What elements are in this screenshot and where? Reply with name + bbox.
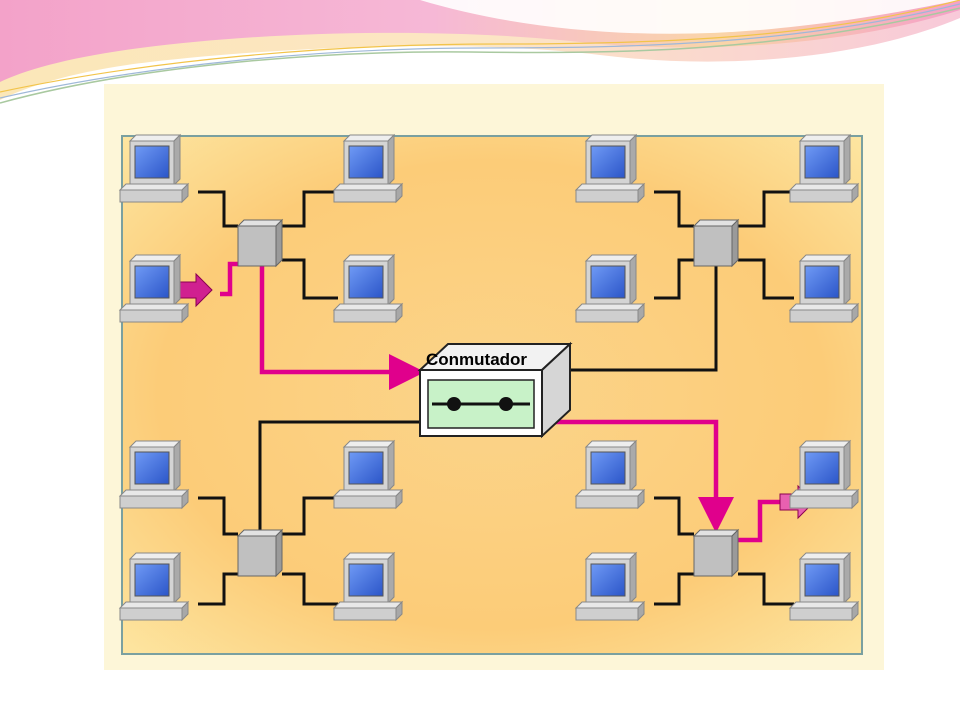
cables — [198, 190, 794, 606]
computer-icon — [119, 552, 189, 621]
switch-icon — [417, 341, 573, 439]
computer-icon — [789, 440, 859, 509]
computer-icon — [119, 254, 189, 323]
computer-icon — [575, 440, 645, 509]
computer-icon — [333, 134, 403, 203]
network-diagram: Conmutador — [104, 84, 884, 670]
computer-icon — [333, 440, 403, 509]
computer-icon — [119, 134, 189, 203]
hub-icon — [237, 219, 283, 267]
computer-icon — [119, 440, 189, 509]
hub-icon — [237, 529, 283, 577]
computer-icon — [333, 552, 403, 621]
computer-icon — [575, 552, 645, 621]
packet-arrow-icon — [177, 272, 213, 308]
hub-icon — [693, 219, 739, 267]
packet-path — [220, 261, 780, 543]
header-decoration — [0, 0, 960, 104]
computer-icon — [575, 134, 645, 203]
switch-label: Conmutador — [426, 350, 527, 369]
hub-icon — [693, 529, 739, 577]
computer-icon — [789, 254, 859, 323]
computer-icon — [575, 254, 645, 323]
computer-icon — [789, 134, 859, 203]
computer-icon — [789, 552, 859, 621]
computer-icon — [333, 254, 403, 323]
